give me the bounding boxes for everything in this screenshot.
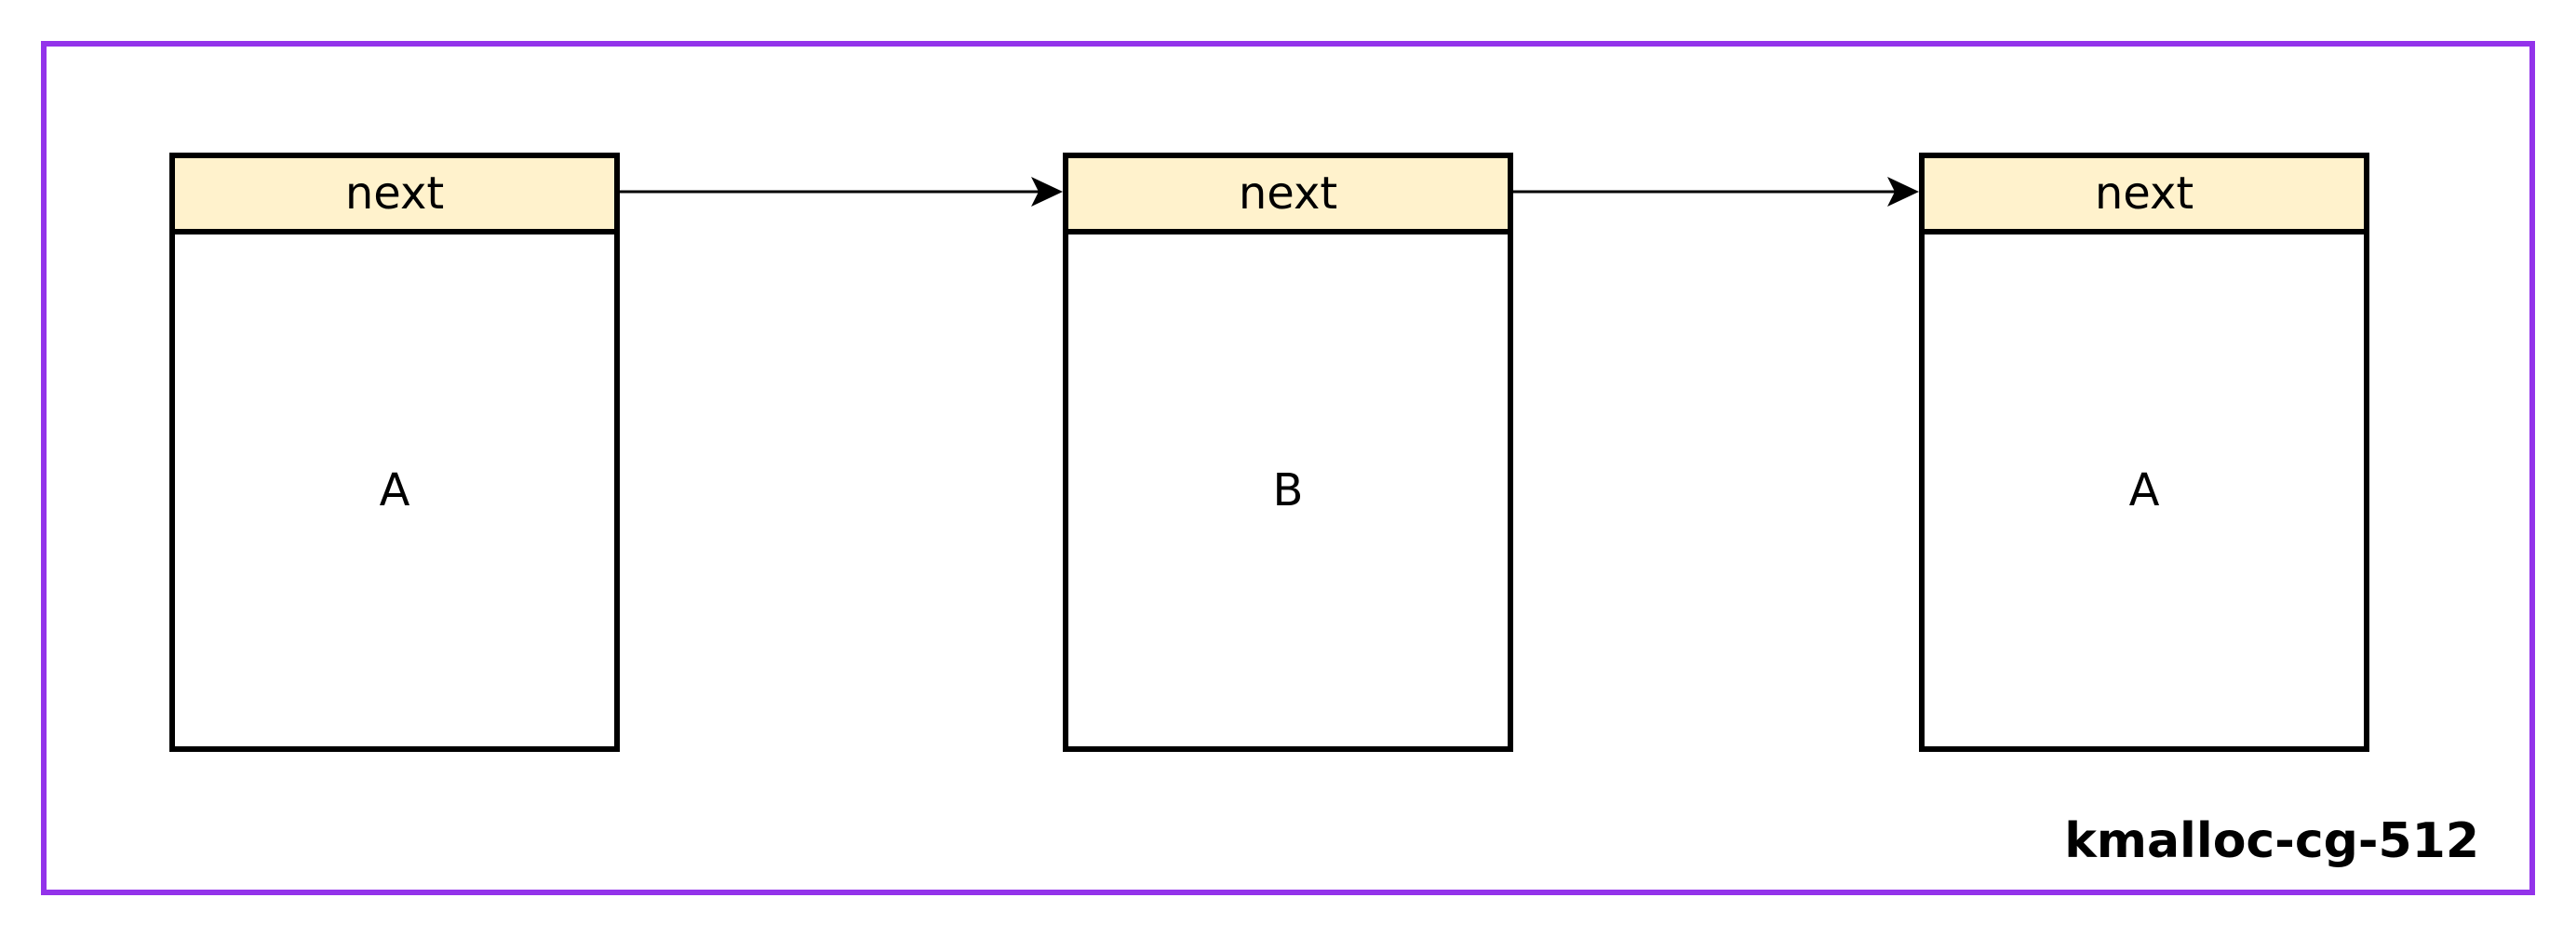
next-pointer-field: next — [1068, 158, 1508, 234]
object-label: B — [1272, 464, 1304, 516]
object-label: A — [379, 464, 410, 516]
next-pointer-field: next — [1925, 158, 2364, 234]
arrow-a-to-b — [620, 177, 1063, 207]
object-node-b: next B — [1063, 153, 1513, 752]
object-node-a-second: next A — [1919, 153, 2369, 752]
object-label: A — [2128, 464, 2160, 516]
cache-name-label: kmalloc-cg-512 — [2064, 813, 2479, 869]
next-pointer-field: next — [175, 158, 614, 234]
object-node-a-first: next A — [169, 153, 620, 752]
arrow-b-to-a — [1513, 177, 1919, 207]
